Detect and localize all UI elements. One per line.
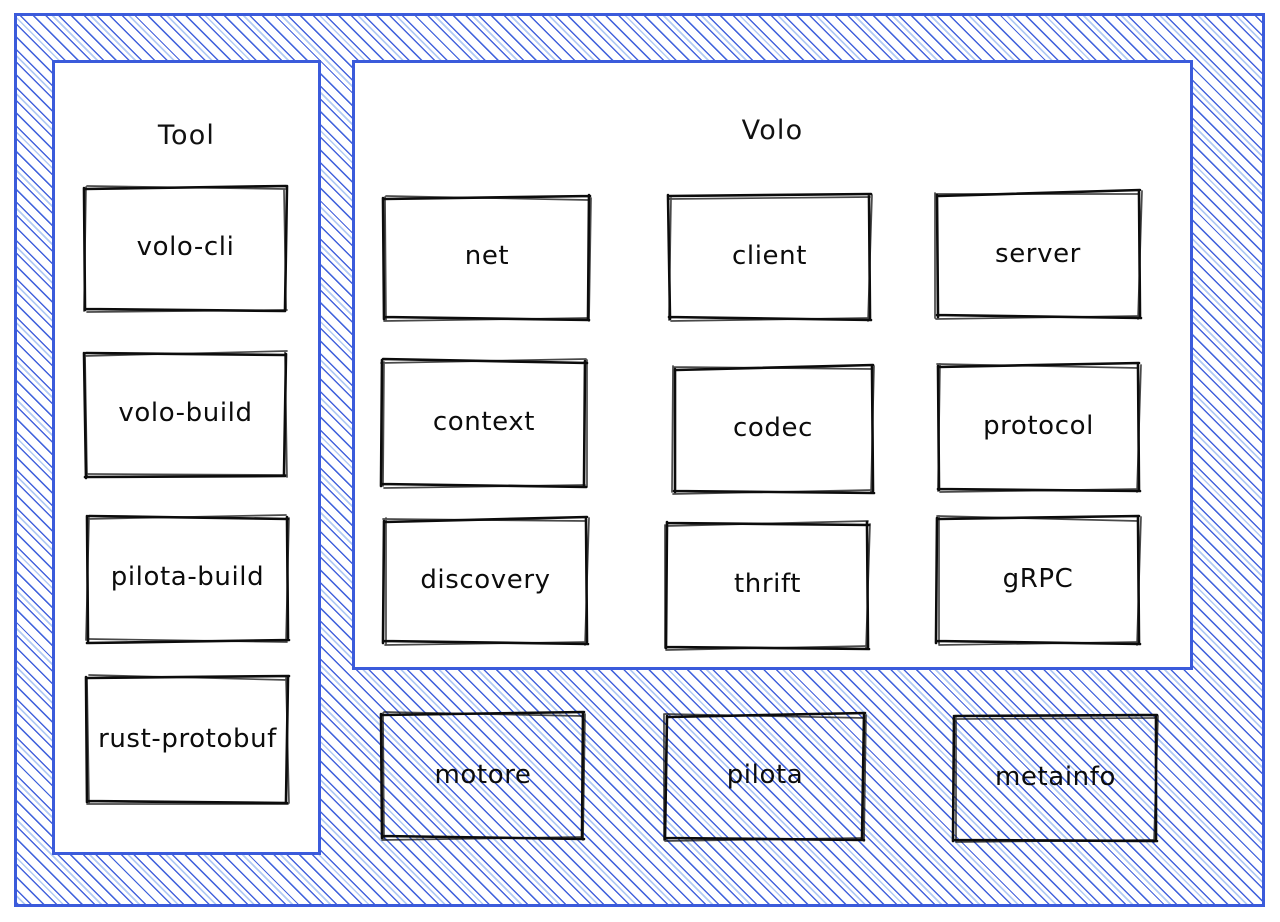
- node-label: volo-cli: [136, 232, 235, 263]
- node-rust-protobuf[interactable]: rust-protobuf: [84, 673, 291, 806]
- node-label: gRPC: [1002, 564, 1074, 595]
- node-net[interactable]: net: [381, 192, 593, 322]
- node-label: rust-protobuf: [98, 723, 277, 754]
- node-client[interactable]: client: [666, 191, 873, 323]
- node-volo-cli[interactable]: volo-cli: [82, 183, 289, 313]
- node-label: motore: [434, 759, 532, 790]
- node-label: server: [995, 238, 1081, 269]
- node-grpc[interactable]: gRPC: [934, 513, 1142, 647]
- node-label: volo-build: [118, 398, 253, 429]
- node-volo-build[interactable]: volo-build: [82, 349, 289, 480]
- node-label: pilota: [726, 760, 804, 791]
- node-context[interactable]: context: [379, 356, 589, 490]
- node-pilota[interactable]: pilota: [661, 709, 869, 843]
- node-discovery[interactable]: discovery: [381, 514, 590, 647]
- node-codec[interactable]: codec: [670, 361, 876, 496]
- node-pilota-build[interactable]: pilota-build: [84, 513, 291, 645]
- node-label: client: [731, 241, 807, 272]
- node-metainfo[interactable]: metainfo: [951, 712, 1160, 844]
- node-label: metainfo: [994, 762, 1116, 793]
- node-label: context: [432, 407, 536, 438]
- node-motore[interactable]: motore: [379, 709, 587, 842]
- node-label: pilota-build: [110, 562, 265, 593]
- node-label: codec: [733, 412, 813, 443]
- node-label: discovery: [420, 564, 551, 595]
- node-label: thrift: [733, 568, 802, 599]
- node-label: protocol: [983, 411, 1094, 442]
- tool-panel-title: Tool: [157, 120, 216, 151]
- node-server[interactable]: server: [933, 188, 1143, 321]
- node-thrift[interactable]: thrift: [663, 518, 872, 651]
- node-label: net: [464, 241, 510, 272]
- volo-panel-title: Volo: [741, 115, 804, 146]
- node-protocol[interactable]: protocol: [935, 360, 1142, 494]
